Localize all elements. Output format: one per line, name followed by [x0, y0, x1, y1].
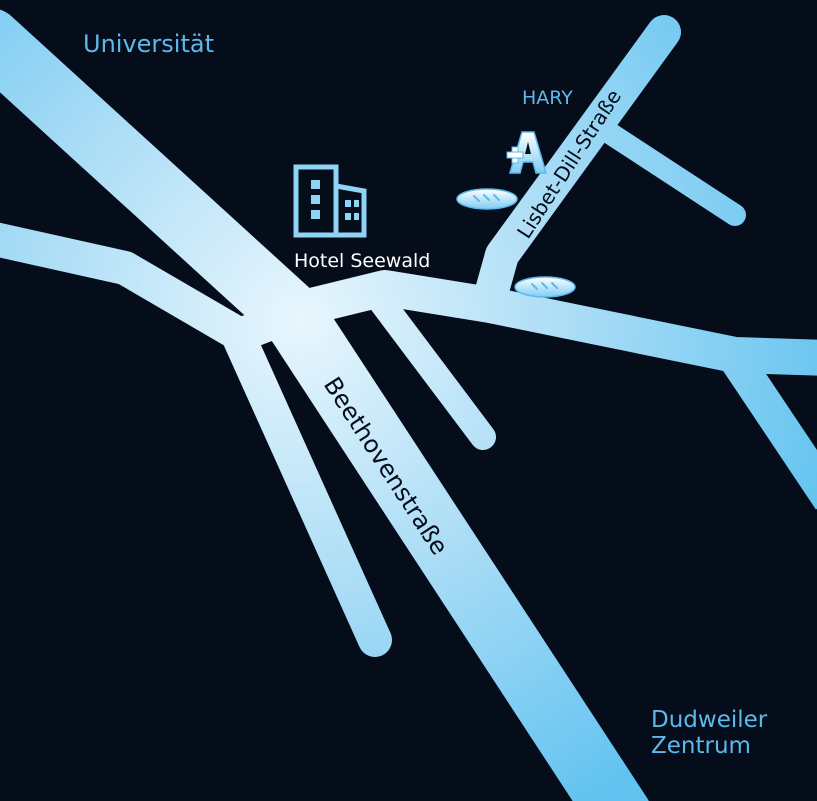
- road-east-branch[interactable]: [720, 348, 817, 510]
- building-icon[interactable]: [293, 164, 367, 238]
- roads: [0, 9, 817, 801]
- place-label-dudweiler-line1: Dudweiler: [651, 707, 768, 733]
- place-label-hary: HARY: [522, 87, 573, 109]
- bread-icon[interactable]: [456, 188, 518, 210]
- place-label-hotel-seewald: Hotel Seewald: [294, 250, 430, 272]
- road-lisbet-dill-strasse[interactable]: [473, 15, 681, 315]
- pharmacy-a-icon[interactable]: [506, 131, 548, 174]
- road-south-branch[interactable]: [223, 323, 392, 657]
- bread-icon-2[interactable]: [514, 276, 576, 298]
- road-lisbet-branch[interactable]: [594, 119, 746, 226]
- road-short-branch[interactable]: [367, 287, 496, 450]
- place-label-dudweiler-line2: Zentrum: [651, 733, 751, 759]
- road-west[interactable]: [0, 222, 307, 352]
- place-label-universitaet: Universität: [83, 30, 214, 58]
